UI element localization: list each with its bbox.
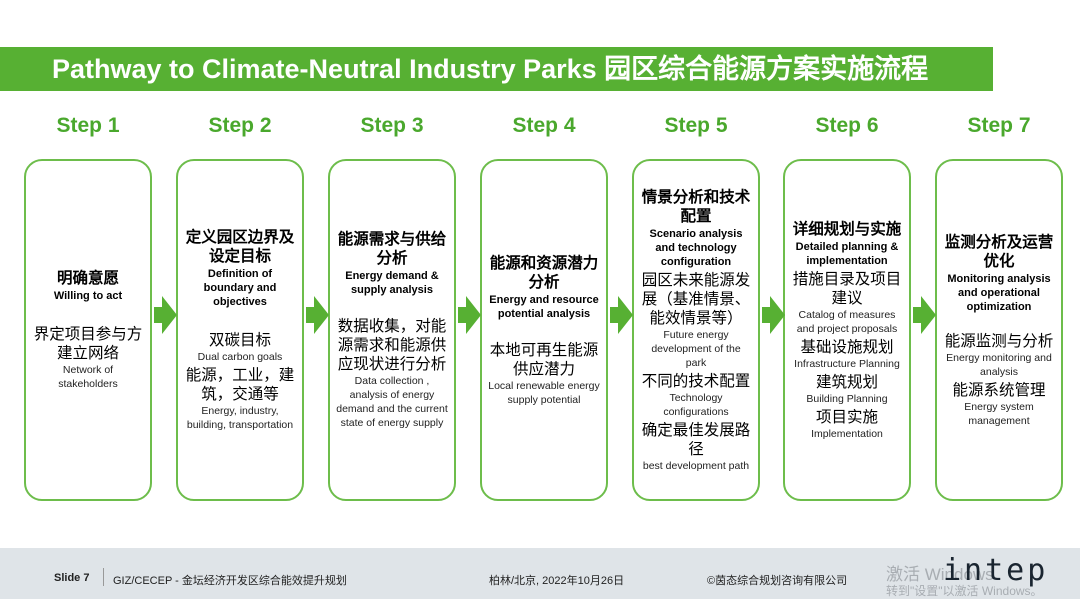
step-1-label: Step 1 [56, 114, 120, 137]
arrow-right-icon [762, 296, 785, 334]
step-1-card: 明确意愿 Willing to act 界定项目参与方建立网络 Network … [24, 159, 152, 501]
step-title-en: Detailed planning & implementation [795, 240, 899, 267]
step-item-en: Future energy development of the park [651, 328, 741, 369]
step-title-en: Scenario analysis and technology configu… [649, 227, 743, 268]
step-item-en: Energy, industry, building, transportati… [186, 405, 294, 431]
step-item-en: Data collection , analysis of energy dem… [336, 375, 448, 429]
step-item-zh: 措施目录及项目建议 [792, 270, 902, 307]
step-title-en: Energy and resource potential analysis [489, 293, 599, 320]
arrow-right-icon [458, 296, 481, 334]
step-item-en: Local renewable energy supply potential [488, 379, 600, 406]
step-5-label: Step 5 [664, 114, 728, 137]
step-item-zh: 建筑规划 [815, 373, 878, 391]
step-4-card: 能源和资源潜力分析 Energy and resource potential … [480, 159, 608, 501]
step-item-en: Infrastructure Planning [794, 357, 900, 370]
step-4-label: Step 4 [512, 114, 576, 137]
step-item-en: Building Planning [806, 392, 888, 405]
step-title-zh: 明确意愿 [56, 270, 119, 287]
step-item-en: Dual carbon goals [197, 351, 283, 363]
step-3-card: 能源需求与供给分析 Energy demand & supply analysi… [328, 159, 456, 501]
step-item-zh: 基础设施规划 [800, 338, 894, 356]
step-item-zh: 双碳目标 [208, 332, 271, 349]
arrow-right-icon [306, 296, 329, 334]
step-title-en: Willing to act [53, 290, 123, 302]
step-item-zh: 本地可再生能源供应潜力 [489, 341, 599, 378]
step-item-zh: 能源，工业，建筑，交通等 [185, 367, 295, 403]
step-item-zh: 园区未来能源发展（基准情景、能效情景等） [641, 271, 751, 327]
step-item-en: Implementation [811, 427, 883, 440]
step-item-en: Technology configurations [663, 391, 729, 418]
step-item-zh: 确定最佳发展路径 [641, 421, 751, 458]
step-6-label: Step 6 [815, 114, 879, 137]
step-7-label: Step 7 [967, 114, 1031, 137]
step-item-en: Network of stakeholders [58, 364, 118, 390]
step-2-card: 定义园区边界及设定目标 Definition of boundary and o… [176, 159, 304, 501]
activation-watermark-hint: 转到"设置"以激活 Windows。 [886, 584, 1043, 598]
step-title-zh: 详细规划与实施 [792, 220, 902, 238]
step-title-zh: 能源和资源潜力分析 [489, 254, 599, 291]
arrow-right-icon [610, 296, 633, 334]
page-title: Pathway to Climate-Neutral Industry Park… [0, 47, 993, 91]
activation-watermark-title: 激活 Windows [886, 565, 994, 584]
footer-place-date: 柏林/北京, 2022年10月26日 [489, 575, 625, 587]
intep-logo: intep [943, 553, 1049, 588]
step-item-zh: 数据收集，对能源需求和能源供应现状进行分析 [337, 318, 447, 373]
arrow-right-icon [913, 296, 936, 334]
step-item-zh: 不同的技术配置 [641, 372, 751, 390]
step-title-zh: 能源需求与供给分析 [337, 231, 447, 267]
step-title-en: Definition of boundary and objectives [203, 268, 277, 308]
step-title-zh: 监测分析及运营优化 [944, 233, 1054, 270]
step-7-card: 监测分析及运营优化 Monitoring analysis and operat… [935, 159, 1063, 501]
step-item-zh: 项目实施 [815, 408, 878, 426]
step-title-en: Monitoring analysis and operational opti… [947, 272, 1051, 313]
step-3-label: Step 3 [360, 114, 424, 137]
step-item-en: Energy monitoring and analysis [946, 351, 1052, 378]
step-title-zh: 定义园区边界及设定目标 [185, 229, 295, 265]
step-item-zh: 界定项目参与方建立网络 [33, 326, 143, 362]
footer-divider [103, 568, 104, 586]
step-6-card: 详细规划与实施 Detailed planning & implementati… [783, 159, 911, 501]
footer-bar: Slide 7 GIZ/CECEP - 金坛经济开发区综合能效提升规划 柏林/北… [0, 548, 1080, 599]
footer-copyright: ©茵态综合规划咨询有限公司 [707, 575, 848, 587]
arrow-right-icon [154, 296, 177, 334]
step-2-label: Step 2 [208, 114, 272, 137]
step-title-en: Energy demand & supply analysis [345, 270, 439, 296]
step-title-zh: 情景分析和技术配置 [641, 188, 751, 225]
step-item-zh: 能源监测与分析 [944, 332, 1054, 350]
step-item-en: Catalog of measures and project proposal… [796, 308, 898, 335]
step-item-zh: 能源系统管理 [952, 381, 1046, 399]
step-item-en: best development path [642, 459, 750, 472]
footer-project: GIZ/CECEP - 金坛经济开发区综合能效提升规划 [113, 575, 347, 587]
step-item-en: Energy system management [964, 400, 1034, 427]
step-5-card: 情景分析和技术配置 Scenario analysis and technolo… [632, 159, 760, 501]
slide-number: Slide 7 [54, 572, 90, 584]
